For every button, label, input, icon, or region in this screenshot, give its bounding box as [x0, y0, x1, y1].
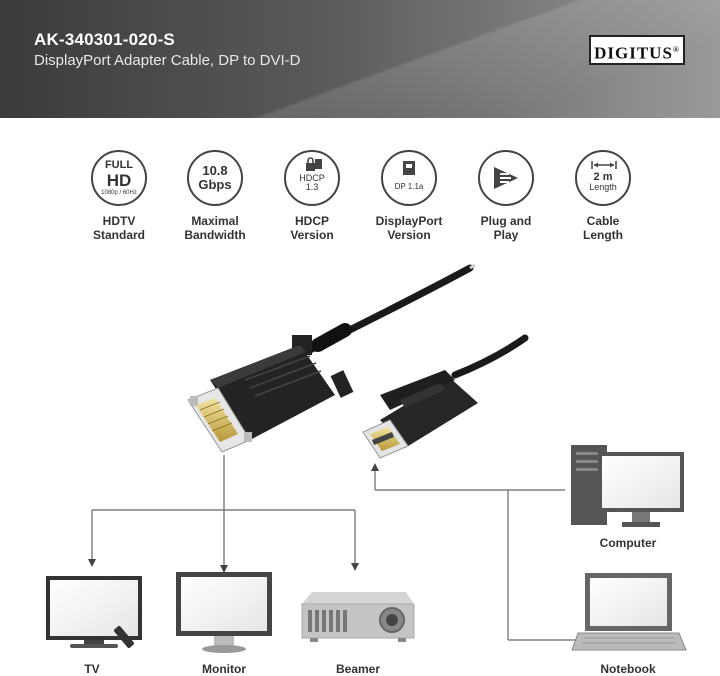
- bandwidth-icon: 10.8 Gbps: [187, 150, 243, 206]
- feature-line: HD: [106, 170, 132, 190]
- hdcp-lock-icon: [306, 157, 322, 171]
- length-arrow-icon: [591, 161, 617, 169]
- feature-line: 1080p / 60Hz: [101, 189, 137, 196]
- feature-line: Length: [589, 182, 617, 193]
- product-model: AK-340301-020-S: [34, 30, 175, 49]
- displayport-icon: DP 1.1a: [381, 150, 437, 206]
- device-label-computer: Computer: [599, 536, 657, 550]
- play-arrow-icon: [494, 167, 518, 189]
- device-label-beamer: Beamer: [335, 662, 381, 676]
- logo-text: DIGITUS: [594, 43, 673, 63]
- feature-line: DP 1.1a: [394, 181, 424, 191]
- connection-lines: [91, 455, 575, 641]
- displayport-connector: [362, 370, 478, 459]
- dvi-connector: [187, 335, 354, 453]
- device-label-monitor: Monitor: [202, 662, 246, 676]
- feature-line: 1.3: [305, 182, 319, 192]
- header-banner: AK-340301-020-S DisplayPort Adapter Cabl…: [0, 0, 720, 118]
- feature-line: HDCP: [299, 172, 325, 183]
- notebook-icon: [571, 573, 687, 651]
- plug-and-play-icon: [478, 150, 534, 206]
- computer-icon: [571, 445, 684, 527]
- arrowheads: [88, 463, 379, 573]
- digitus-logo: DIGITUS®: [589, 35, 685, 65]
- feature-line: 10.8: [202, 163, 228, 179]
- feature-line: 2 m: [593, 170, 613, 183]
- monitor-icon: [176, 572, 272, 653]
- product-subtitle: DisplayPort Adapter Cable, DP to DVI-D: [34, 52, 301, 69]
- cable: [306, 263, 529, 379]
- full-hd-icon: FULL HD 1080p / 60Hz: [91, 150, 147, 206]
- tv-icon: [46, 576, 142, 648]
- feature-line: FULL: [104, 159, 134, 172]
- device-label-notebook: Notebook: [600, 662, 656, 676]
- cable-length-icon: 2 m Length: [575, 150, 631, 206]
- feature-line: Gbps: [198, 177, 232, 192]
- beamer-icon: [301, 592, 415, 642]
- hdcp-icon: HDCP 1.3: [284, 150, 340, 206]
- device-label-tv: TV: [84, 662, 100, 676]
- dp-connector-icon: [403, 161, 415, 175]
